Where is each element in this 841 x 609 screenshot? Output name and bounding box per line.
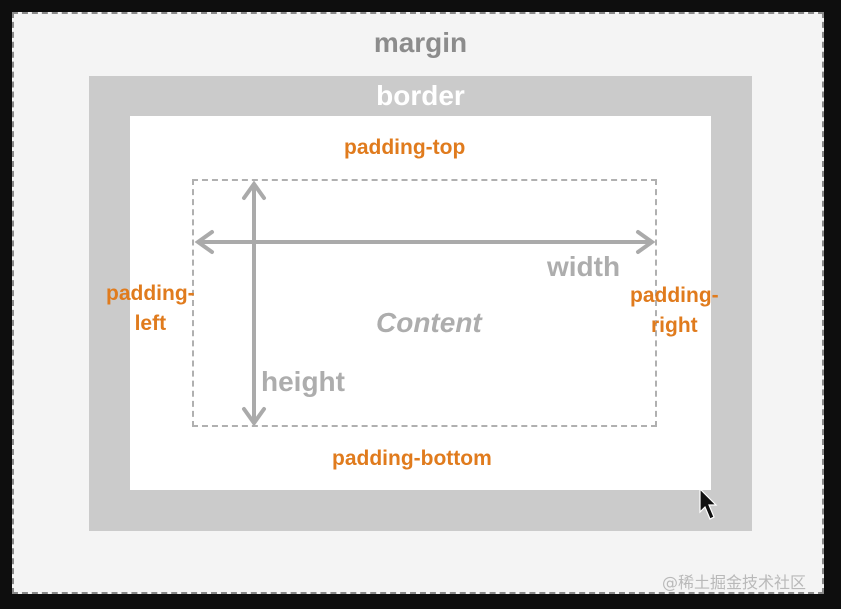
width-label: width bbox=[547, 251, 621, 282]
padding-top-label: padding-top bbox=[344, 136, 466, 159]
mouse-pointer-icon bbox=[699, 487, 718, 520]
padding-left-line-1: padding- bbox=[106, 282, 195, 305]
margin-label: margin bbox=[373, 27, 468, 58]
padding-right-line-2: right bbox=[651, 314, 698, 337]
watermark: @稀土掘金技术社区 bbox=[662, 573, 807, 592]
content-area bbox=[192, 179, 657, 427]
height-label: height bbox=[261, 366, 345, 397]
padding-right-label: padding- right bbox=[630, 281, 719, 341]
width-arrow bbox=[194, 230, 656, 254]
padding-right-line-1: padding- bbox=[630, 284, 719, 307]
padding-left-line-2: left bbox=[134, 312, 167, 335]
padding-bottom-label: padding-bottom bbox=[332, 447, 492, 470]
height-arrow bbox=[242, 180, 266, 427]
padding-left-label: padding- left bbox=[106, 279, 195, 339]
border-label: border bbox=[376, 80, 465, 111]
padding-area bbox=[130, 116, 711, 490]
content-label: Content bbox=[376, 307, 482, 338]
